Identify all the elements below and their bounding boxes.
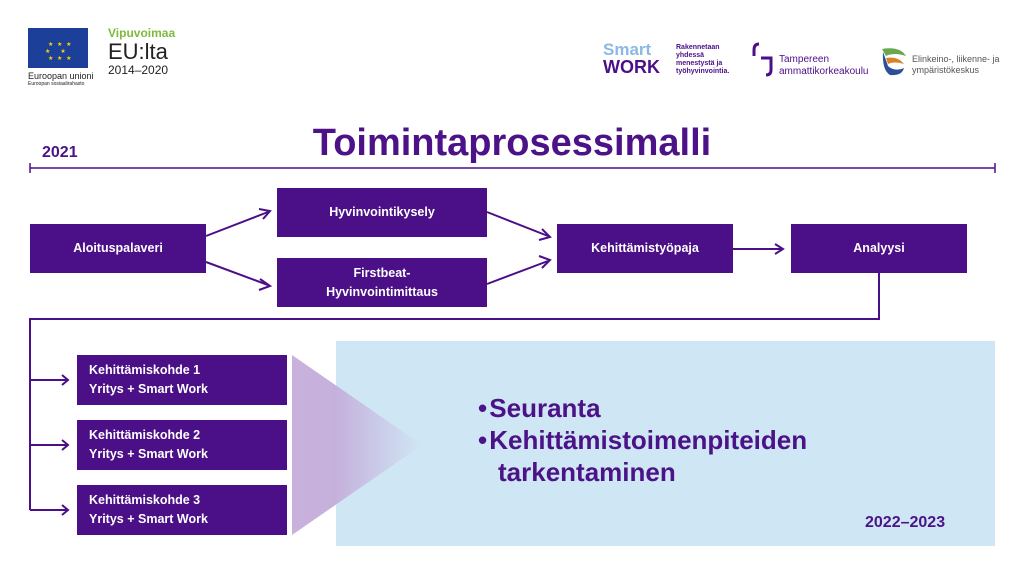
target-box-3: Kehittämiskohde 3 Yritys + Smart Work [77, 485, 287, 535]
step-analyysi: Analyysi [791, 224, 967, 273]
tamk-line1: Tampereen [779, 54, 830, 65]
followup-bullets: • Seuranta • Kehittämistoimenpiteiden ta… [478, 392, 807, 488]
eu-logo: ★ ★ ★ ★★ ★ ★ ★ Euroopan unioni Euroopan … [28, 28, 94, 87]
arrowhead-icon [61, 439, 70, 451]
bullet-item: • Kehittämistoimenpiteiden [478, 425, 808, 455]
target-sub: Yritys + Smart Work [89, 447, 208, 461]
years-text: 2014–2020 [108, 63, 169, 77]
target-title: Kehittämiskohde 2 [89, 428, 201, 442]
followup-panel [336, 341, 995, 546]
step-firstbeat: Firstbeat- Hyvinvointimittaus [277, 258, 487, 307]
target-box-2: Kehittämiskohde 2 Yritys + Smart Work [77, 420, 287, 470]
tagline-line: yhdessä [676, 52, 705, 59]
bullet-text: Kehittämistoimenpiteiden [489, 425, 808, 455]
arrowhead-icon [538, 255, 552, 269]
page-title: Toimintaprosessimalli [312, 122, 712, 164]
target-box-1: Kehittämiskohde 1 Yritys + Smart Work [77, 355, 287, 405]
tagline-line: työhyvinvointia. [676, 68, 730, 75]
ely-line1: Elinkeino-, liikenne- ja [912, 54, 1000, 64]
step-hyvinvointikysely: Hyvinvointikysely [277, 188, 487, 237]
tagline-line: menestystä ja [676, 60, 723, 67]
eu-label: Euroopan unioni [28, 71, 94, 81]
year-start: 2021 [42, 144, 78, 161]
ely-line2: ympäristökeskus [912, 65, 980, 75]
bullet-item: • Seuranta [478, 393, 601, 423]
vipuvoimaa-text: Vipuvoimaa [108, 26, 176, 40]
eulta-text: EU:lta [108, 39, 168, 64]
arrowhead-icon [61, 504, 70, 516]
target-title: Kehittämiskohde 3 [89, 493, 201, 507]
target-sub: Yritys + Smart Work [89, 512, 208, 526]
tagline-line: Rakennetaan [676, 44, 720, 51]
bullet-text: tarkentaminen [498, 457, 676, 487]
work-text: WORK [603, 57, 660, 77]
arrowhead-icon [61, 374, 70, 386]
eu-sublabel: Euroopan sosiaalirahasto [28, 81, 85, 87]
target-sub: Yritys + Smart Work [89, 382, 208, 396]
analyysi-connector [29, 273, 880, 510]
arrowhead-icon [774, 243, 785, 255]
tamk-line2: ammattikorkeakoulu [779, 66, 869, 77]
eu-flag-icon: ★ ★ ★ ★★ ★ ★ ★ [28, 28, 88, 68]
target-title: Kehittämiskohde 1 [89, 363, 201, 377]
step-aloituspalaveri: Aloituspalaveri [30, 224, 206, 273]
bullet-text: Seuranta [489, 393, 601, 423]
smartwork-logo: Smart WORK [603, 41, 660, 76]
arrowhead-icon [538, 228, 552, 241]
firstbeat-line2: Hyvinvointimittaus [326, 284, 438, 299]
arrow [486, 260, 549, 285]
vipuvoimaa-logo: Vipuvoimaa EU:lta 2014–2020 [108, 27, 175, 76]
firstbeat-line1: Firstbeat- [353, 265, 411, 280]
arrow [205, 261, 269, 286]
step-kehittamistyopaja: Kehittämistyöpaja [557, 224, 733, 273]
arrow [205, 211, 269, 237]
tamk-bracket-icon [752, 42, 773, 77]
arrow [486, 211, 549, 237]
arrowhead-icon [258, 208, 272, 220]
bullet-item: tarkentaminen [478, 456, 807, 488]
funnel-triangle [292, 355, 422, 535]
arrowhead-icon [258, 278, 273, 291]
ely-leaf-icon [882, 48, 906, 76]
timeline [29, 163, 996, 173]
smart-text: Smart [603, 40, 652, 59]
followup-years: 2022–2023 [865, 514, 946, 531]
smartwork-tagline: Rakennetaan yhdessä menestystä ja työhyv… [676, 44, 729, 76]
